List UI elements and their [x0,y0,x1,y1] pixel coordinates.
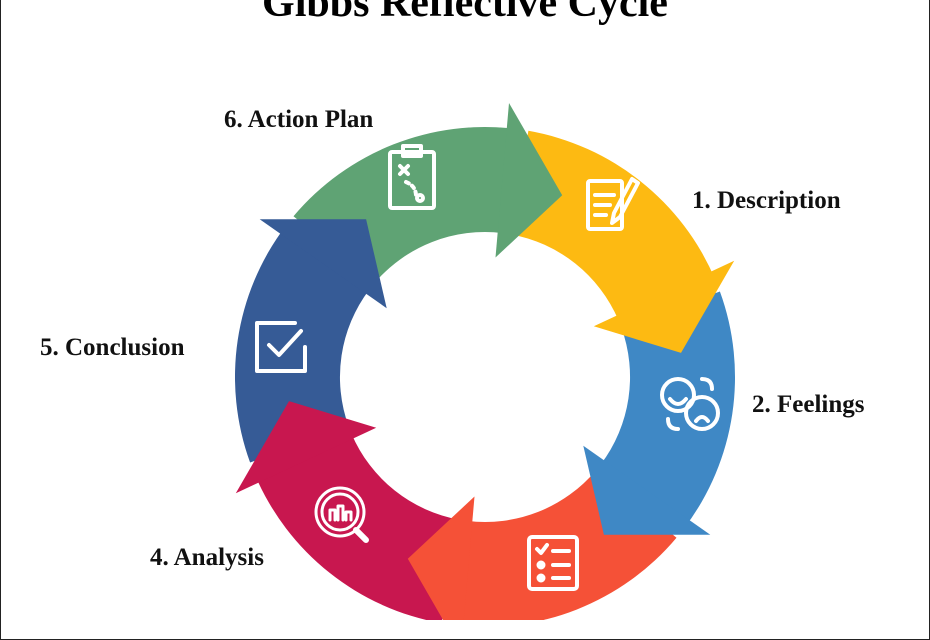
checklist-icon [527,535,579,591]
stage-label-conclusion: 5. Conclusion [40,334,185,361]
stage-label-analysis: 4. Analysis [150,544,264,571]
arrow-head-description [593,260,735,353]
diagram-title: Gibbs Reflective Cycle [262,0,668,26]
magnifier-chart-icon [314,486,369,543]
stage-label-description: 1. Description [692,187,841,214]
arrow-head-action-plan [495,103,563,258]
checkbox-icon [255,321,307,373]
arrow-segment-conclusion [234,226,370,463]
cycle-diagram [234,103,736,620]
emotions-faces-icon [660,377,720,431]
arrow-head-analysis [235,401,377,494]
arrow-head-evaluation [407,496,475,620]
stage-label-feelings: 2. Feelings [752,391,865,418]
clipboard-strategy-icon [388,144,436,210]
notepad-pencil-icon [586,177,640,231]
stage-label-action-plan: 6. Action Plan [224,106,374,133]
arrow-head-feelings [583,445,711,535]
arrow-head-conclusion [259,219,387,309]
arrow-segment-description [510,130,716,321]
